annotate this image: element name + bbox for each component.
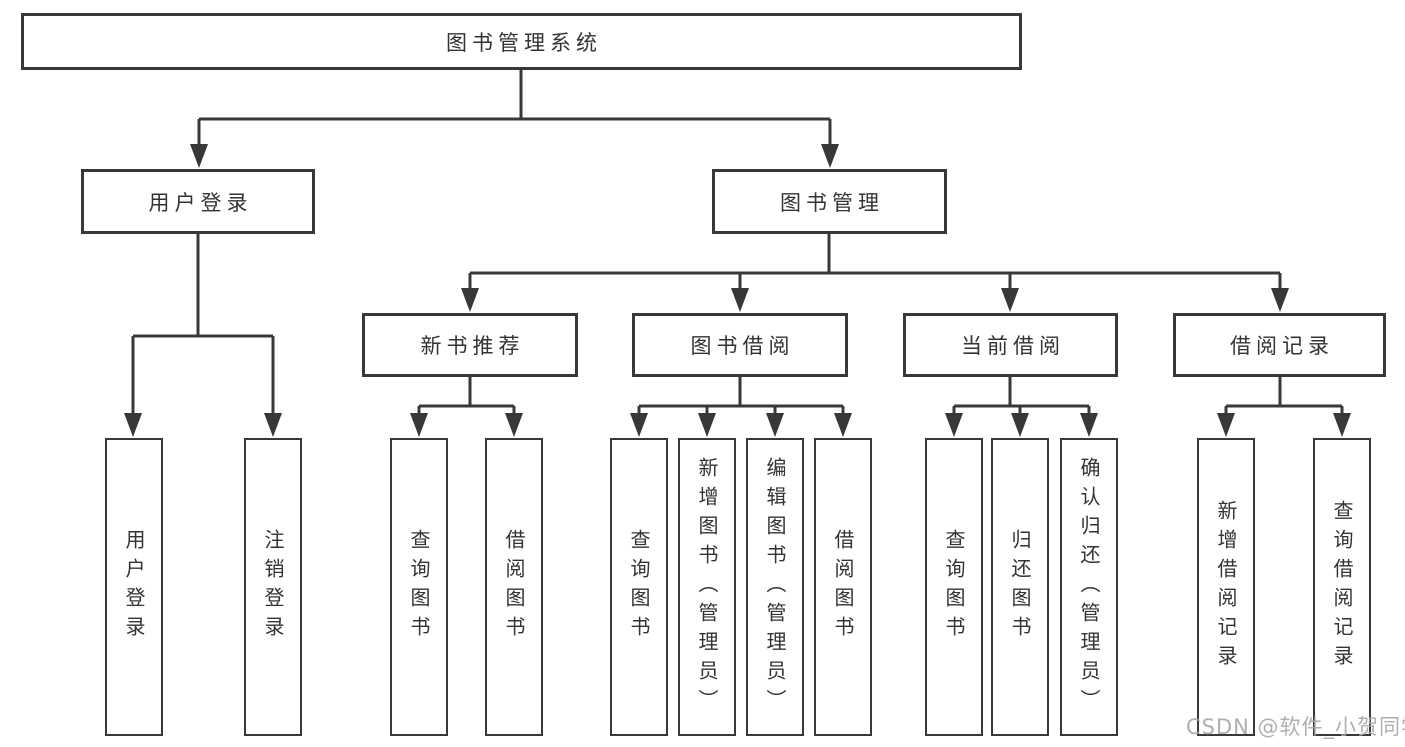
node-user-login-label: 用户登录 — [148, 190, 253, 215]
node-current-borrowing: 当前借阅 — [903, 313, 1118, 377]
node-return-books: 归还图书 — [991, 438, 1049, 736]
node-borrowing-records-label: 借阅记录 — [1230, 334, 1334, 358]
node-user-login-leaf: 用户登录 — [105, 438, 163, 736]
node-edit-books-admin-label: 编辑图书（管理员） — [763, 456, 787, 718]
node-add-borrow-record: 新增借阅记录 — [1197, 438, 1255, 736]
node-add-books-admin-label: 新增图书（管理员） — [695, 456, 719, 718]
node-borrow-books-borrowing-label: 借阅图书 — [831, 529, 855, 645]
node-add-books-admin: 新增图书（管理员） — [678, 438, 736, 736]
node-query-borrow-record: 查询借阅记录 — [1313, 438, 1371, 736]
node-query-books-current: 查询图书 — [925, 438, 983, 736]
node-current-borrowing-label: 当前借阅 — [961, 334, 1065, 358]
node-query-books-borrowing-label: 查询图书 — [627, 529, 651, 645]
node-edit-books-admin: 编辑图书（管理员） — [746, 438, 804, 736]
node-borrow-books-borrowing: 借阅图书 — [814, 438, 872, 736]
node-query-books-recommend: 查询图书 — [390, 438, 448, 736]
node-query-books-recommend-label: 查询图书 — [407, 529, 431, 645]
node-borrow-books-recommend-label: 借阅图书 — [502, 529, 526, 645]
node-query-books-current-label: 查询图书 — [942, 529, 966, 645]
node-root-label: 图书管理系统 — [446, 30, 602, 55]
watermark-text: CSDN @软件_小贺同学 — [1186, 715, 1405, 739]
node-root: 图书管理系统 — [21, 13, 1022, 70]
node-query-borrow-record-label: 查询借阅记录 — [1330, 500, 1354, 674]
node-new-book-recommend: 新书推荐 — [362, 313, 578, 377]
node-logout-leaf-label: 注销登录 — [261, 529, 285, 645]
node-query-books-borrowing: 查询图书 — [610, 438, 668, 736]
node-user-login-leaf-label: 用户登录 — [122, 529, 146, 645]
node-borrow-books-recommend: 借阅图书 — [485, 438, 543, 736]
node-book-management: 图书管理 — [712, 169, 947, 234]
node-new-book-recommend-label: 新书推荐 — [420, 334, 525, 358]
node-book-management-label: 图书管理 — [780, 190, 884, 215]
node-borrowing-records: 借阅记录 — [1173, 313, 1386, 377]
node-return-books-label: 归还图书 — [1008, 529, 1032, 645]
node-confirm-return-admin: 确认归还（管理员） — [1060, 438, 1118, 736]
node-user-login: 用户登录 — [81, 169, 315, 234]
node-confirm-return-admin-label: 确认归还（管理员） — [1077, 456, 1101, 718]
node-book-borrowing: 图书借阅 — [632, 313, 848, 377]
node-book-borrowing-label: 图书借阅 — [690, 334, 795, 358]
node-logout-leaf: 注销登录 — [244, 438, 302, 736]
node-add-borrow-record-label: 新增借阅记录 — [1214, 500, 1238, 674]
